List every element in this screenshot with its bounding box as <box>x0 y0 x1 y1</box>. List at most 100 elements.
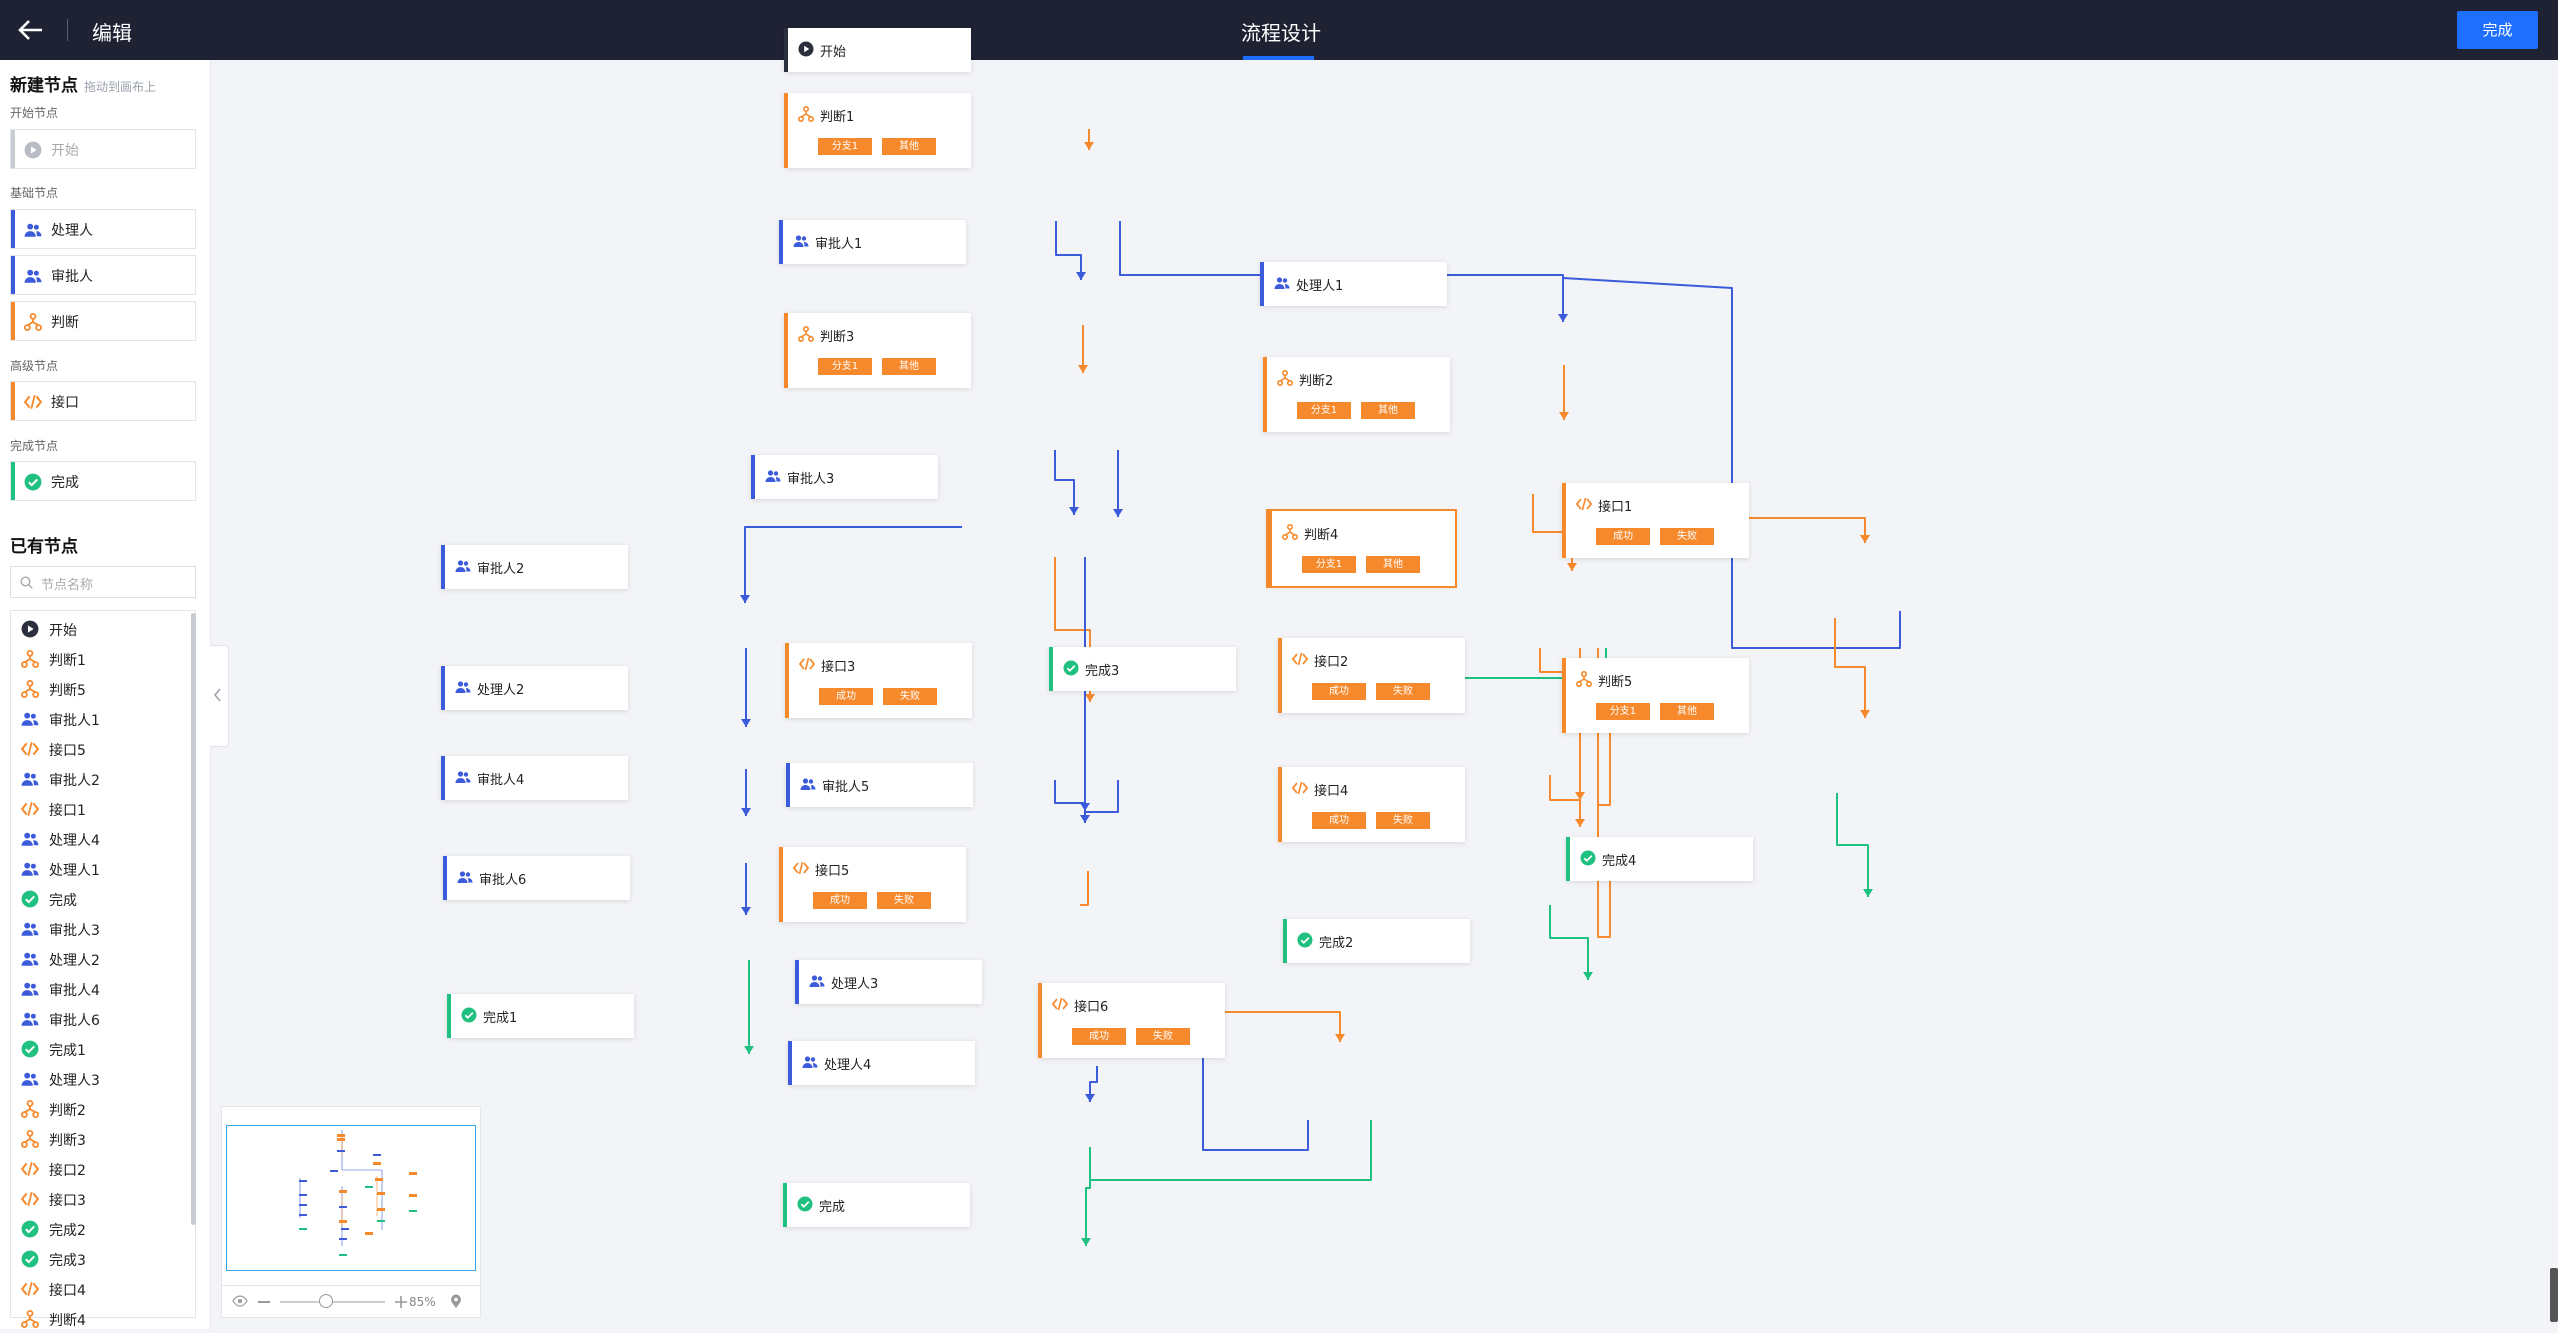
flow-edge[interactable] <box>744 526 962 603</box>
flow-node-approver6[interactable]: 审批人6 <box>443 856 630 900</box>
check-circle-icon <box>21 890 39 908</box>
flow-edge[interactable] <box>1090 1120 1372 1181</box>
branch-tag[interactable]: 成功 <box>1072 1028 1126 1045</box>
flow-edge[interactable] <box>1549 775 1581 827</box>
person-icon <box>21 710 39 728</box>
branch-tag[interactable]: 其他 <box>1361 402 1415 419</box>
flow-node-approver4[interactable]: 审批人4 <box>441 756 628 800</box>
back-arrow-icon[interactable] <box>16 15 46 45</box>
palette-start[interactable]: 开始 <box>10 129 196 169</box>
branch-tag[interactable]: 成功 <box>819 688 873 705</box>
eye-icon[interactable] <box>232 1295 248 1307</box>
branch-tag[interactable]: 失败 <box>1376 683 1430 700</box>
branch-tag[interactable]: 分支1 <box>1596 703 1650 720</box>
person-icon <box>455 679 471 695</box>
flow-edge[interactable] <box>1834 618 1866 718</box>
canvas-resize-handle[interactable] <box>2550 1268 2558 1322</box>
branch-tag[interactable]: 其他 <box>1660 703 1714 720</box>
flow-node-approver1[interactable]: 审批人1 <box>779 220 966 264</box>
sidebar-collapse-button[interactable] <box>210 645 229 747</box>
flow-edge[interactable] <box>1562 277 1901 649</box>
palette-handler[interactable]: 处理人 <box>10 209 196 249</box>
palette-finish[interactable]: 完成 <box>10 461 196 501</box>
branch-tag[interactable]: 分支1 <box>1297 402 1351 419</box>
branch-tag[interactable]: 其他 <box>882 138 936 155</box>
person-icon <box>21 950 39 968</box>
flow-edge[interactable] <box>1055 221 1082 280</box>
flow-node-approver5[interactable]: 审批人5 <box>786 763 973 807</box>
flow-node-done3[interactable]: 完成3 <box>1049 647 1236 691</box>
branch-tag[interactable]: 成功 <box>1312 683 1366 700</box>
palette-judge[interactable]: 判断 <box>10 301 196 341</box>
node-search-input[interactable]: 节点名称 <box>10 566 196 598</box>
flow-edge[interactable] <box>1202 985 1309 1151</box>
branch-tag[interactable]: 失败 <box>1660 528 1714 545</box>
palette-api[interactable]: 接口 <box>10 381 196 421</box>
branch-tag[interactable]: 分支1 <box>1302 556 1356 573</box>
zoom-slider-thumb[interactable] <box>319 1294 333 1308</box>
edge-arrowhead <box>1085 1094 1095 1102</box>
branch-tag[interactable]: 分支1 <box>818 358 872 375</box>
flow-edge[interactable] <box>1054 450 1075 515</box>
zoom-in-icon[interactable] <box>395 1296 407 1308</box>
play-circle-icon <box>798 41 814 57</box>
list-scrollbar[interactable] <box>191 613 196 1225</box>
branch-tag[interactable]: 成功 <box>1596 528 1650 545</box>
branch-tag[interactable]: 其他 <box>1366 556 1420 573</box>
flow-edge[interactable] <box>1085 780 1119 813</box>
flow-edge[interactable] <box>1089 1066 1098 1102</box>
tab-flow-design[interactable]: 流程设计 <box>1241 21 1321 45</box>
flow-node-approver3[interactable]: 审批人3 <box>751 455 938 499</box>
done-button[interactable]: 完成 <box>2457 11 2538 49</box>
branch-tag[interactable]: 其他 <box>882 358 936 375</box>
palette-approver[interactable]: 审批人 <box>10 255 196 295</box>
flow-edge[interactable] <box>1080 871 1089 906</box>
flow-edge[interactable] <box>1836 793 1869 897</box>
branch-tag[interactable]: 分支1 <box>818 138 872 155</box>
branch-tag[interactable]: 失败 <box>1376 812 1430 829</box>
flow-node-approver2[interactable]: 审批人2 <box>441 545 628 589</box>
branch-tag[interactable]: 失败 <box>877 892 931 909</box>
minimap-viewport[interactable] <box>226 1125 476 1271</box>
flow-node-done[interactable]: 完成 <box>783 1183 970 1227</box>
flow-node-done1[interactable]: 完成1 <box>447 994 634 1038</box>
flow-node-done4[interactable]: 完成4 <box>1566 837 1753 881</box>
flow-node-handler4[interactable]: 处理人4 <box>788 1041 975 1085</box>
flow-node-handler1[interactable]: 处理人1 <box>1260 262 1447 306</box>
palette-approver-label: 审批人 <box>51 269 93 285</box>
branch-tag[interactable]: 失败 <box>1136 1028 1190 1045</box>
edge-arrowhead <box>1860 710 1870 718</box>
flow-node-done2[interactable]: 完成2 <box>1283 919 1470 963</box>
minimap[interactable]: 85% <box>221 1106 481 1318</box>
group-label-start: 开始节点 <box>10 106 59 120</box>
existing-node-label: 处理人2 <box>49 953 100 969</box>
edge-arrowhead <box>1559 412 1569 420</box>
locate-icon[interactable] <box>450 1294 462 1309</box>
flow-edge[interactable] <box>1549 905 1589 980</box>
flow-edge[interactable] <box>1085 1147 1091 1246</box>
zoom-out-icon[interactable] <box>258 1301 270 1303</box>
flow-node-handler3[interactable]: 处理人3 <box>795 960 982 1004</box>
flow-node-start[interactable]: 开始 <box>784 28 971 72</box>
node-label: 接口3 <box>821 660 856 675</box>
branch-tag[interactable]: 成功 <box>813 892 867 909</box>
existing-node-label: 审批人3 <box>49 923 100 939</box>
edge-arrowhead <box>1575 819 1585 827</box>
branch-tag[interactable]: 失败 <box>883 688 937 705</box>
branch-tag[interactable]: 成功 <box>1312 812 1366 829</box>
flow-node-api3[interactable]: 接口3 成功失败 <box>785 643 972 718</box>
flow-edge[interactable] <box>1054 780 1086 823</box>
flow-node-handler2[interactable]: 处理人2 <box>441 666 628 710</box>
